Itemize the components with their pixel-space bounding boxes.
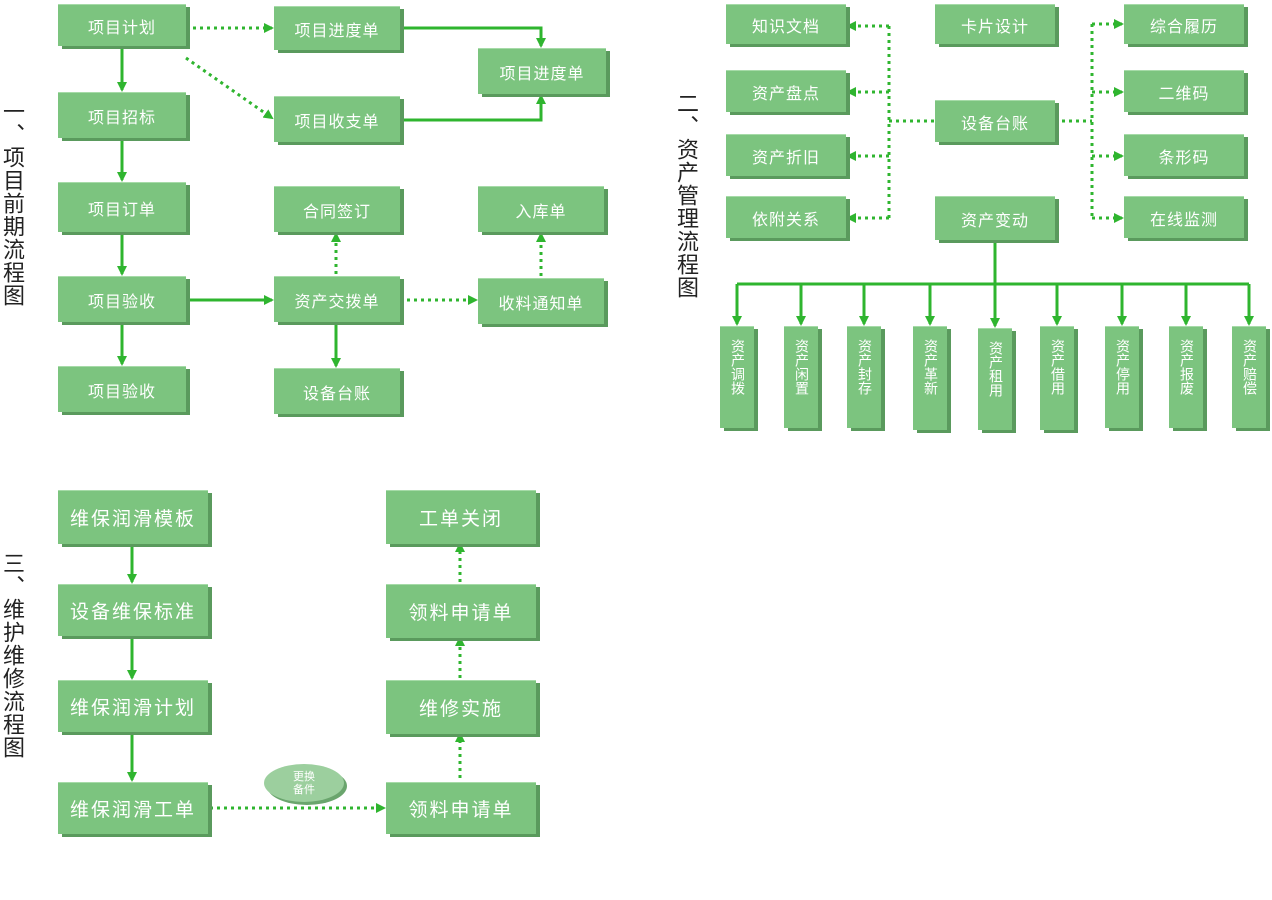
- node-asset-depreciation: 资产折旧: [726, 134, 846, 176]
- badge-line-1: 更换: [293, 770, 315, 783]
- node-asset-renovation: 资产革新: [913, 326, 947, 430]
- node-project-acceptance-1: 项目验收: [58, 276, 186, 322]
- node-warehouse-entry: 入库单: [478, 186, 604, 232]
- node-receipt-notice: 收料通知单: [478, 278, 604, 324]
- node-material-request-1: 领料申请单: [386, 782, 536, 834]
- arrow-income-to-progress: [400, 94, 546, 122]
- node-asset-borrow: 资产借用: [1040, 326, 1074, 430]
- node-barcode: 条形码: [1124, 134, 1244, 176]
- node-asset-handover-sheet: 资产交拨单: [274, 276, 400, 322]
- node-lube-template: 维保润滑模板: [58, 490, 208, 544]
- section-title-maintenance: 三、维护维修流程图: [0, 552, 24, 759]
- node-project-bid: 项目招标: [58, 92, 186, 138]
- node-project-plan: 项目计划: [58, 4, 186, 46]
- node-lube-plan: 维保润滑计划: [58, 680, 208, 732]
- badge-replace-spare-parts: 更换 备件: [264, 764, 344, 802]
- node-progress-sheet-2: 项目进度单: [478, 48, 606, 94]
- node-asset-suspend: 资产停用: [1105, 326, 1139, 428]
- node-resume: 综合履历: [1124, 4, 1244, 44]
- node-knowledge-docs: 知识文档: [726, 4, 846, 44]
- node-contract-signing: 合同签订: [274, 186, 400, 232]
- node-work-order-close: 工单关闭: [386, 490, 536, 544]
- arrow-plan-to-income: [185, 56, 274, 120]
- section-title-project-preliminary: 一、项目前期流程图: [0, 100, 24, 307]
- badge-line-2: 备件: [293, 783, 315, 796]
- node-lube-work-order: 维保润滑工单: [58, 782, 208, 834]
- node-maintenance-standard: 设备维保标准: [58, 584, 208, 636]
- node-project-acceptance-2: 项目验收: [58, 366, 186, 412]
- node-asset-idle: 资产闲置: [784, 326, 818, 428]
- node-asset-compensation: 资产赔偿: [1232, 326, 1266, 428]
- node-asset-lease: 资产租用: [978, 328, 1012, 430]
- node-equipment-ledger-1: 设备台账: [274, 368, 400, 414]
- node-asset-scrap: 资产报废: [1169, 326, 1203, 428]
- node-material-request-2: 领料申请单: [386, 584, 536, 638]
- section-title-asset-management: 二、资产管理流程图: [673, 92, 698, 299]
- node-asset-transfer: 资产调拨: [720, 326, 754, 428]
- node-attachment-relation: 依附关系: [726, 196, 846, 238]
- node-maintenance-implementation: 维修实施: [386, 680, 536, 734]
- node-progress-sheet-1: 项目进度单: [274, 6, 400, 50]
- node-card-design: 卡片设计: [935, 4, 1055, 44]
- node-asset-change: 资产变动: [935, 196, 1055, 240]
- node-income-expense-sheet: 项目收支单: [274, 96, 400, 142]
- node-online-monitoring: 在线监测: [1124, 196, 1244, 238]
- node-asset-inventory: 资产盘点: [726, 70, 846, 112]
- arrow-progress-to-progress: [400, 26, 546, 48]
- node-qr-code: 二维码: [1124, 70, 1244, 112]
- node-project-order: 项目订单: [58, 182, 186, 232]
- node-asset-sealed: 资产封存: [847, 326, 881, 428]
- node-equipment-ledger-2: 设备台账: [935, 100, 1055, 142]
